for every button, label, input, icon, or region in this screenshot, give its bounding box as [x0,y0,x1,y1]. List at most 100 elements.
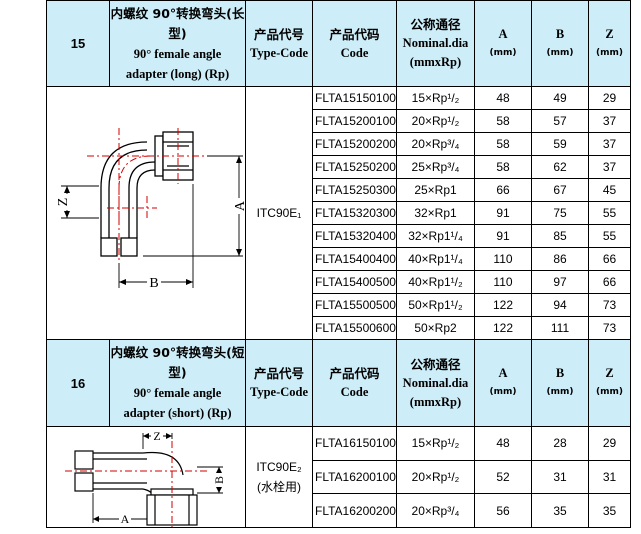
dim-z-value: 29 [588,86,631,110]
nominal-size: 20×Rp¹/₂ [396,459,475,495]
dim-z-value: 66 [588,247,631,271]
dim-z-value: 45 [588,178,631,202]
dim-b-value: 85 [531,224,589,248]
dim-a-value: 58 [474,132,532,156]
dim-label-b: B [212,476,226,484]
short-elbow-diagram: Z B A [46,426,246,528]
dim-z-value: 35 [588,493,631,528]
product-name-cn-line1: 内螺纹 90°转换弯头(短 [110,345,245,360]
dim-z-value: 37 [588,109,631,133]
nominal-size: 40×Rp1¹/₄ [396,247,475,271]
nominal-size: 20×Rp³/₄ [396,132,475,156]
section-15-header-row: 15 内螺纹 90°转换弯头(长 型) 90° female angle ada… [46,0,631,87]
product-code: FLTA16150100 [312,426,397,461]
section-number: 16 [46,339,110,427]
dim-label-a: A [121,512,130,526]
dim-z-header: Z (mm) [588,0,631,87]
table-row: FLTA16200100 20×Rp¹/₂ 52 31 31 [47,459,631,495]
dim-a-value: 52 [474,459,532,495]
product-code: FLTA15320300 [312,201,397,225]
type-code: ITC90E₁ [256,206,302,220]
dim-b-value: 62 [531,155,589,179]
nominal-size: 20×Rp¹/₂ [396,109,475,133]
product-name-en-line1: 90° female angle [133,386,222,400]
product-name-cn-line2: 型) [168,365,187,380]
dim-b-value: 75 [531,201,589,225]
nominal-size: 40×Rp1¹/₂ [396,270,475,294]
nominal-size: 32×Rp1¹/₄ [396,224,475,248]
dim-b-value: 28 [531,426,589,461]
long-elbow-diagram: Z A B [46,86,246,340]
table-row: FLTA15320300 32×Rp1 91 75 55 [47,201,631,225]
dim-label-b: B [149,276,158,291]
code-header: 产品代码 Code [312,0,397,87]
product-code: FLTA15400400 [312,247,397,271]
table-row: FLTA16200200 20×Rp³/₄ 56 35 35 [47,493,631,528]
dim-b-value: 49 [531,86,589,110]
dim-z-value: 55 [588,201,631,225]
nominal-size: 25×Rp³/₄ [396,155,475,179]
section-number: 15 [46,0,110,87]
dim-a-value: 66 [474,178,532,202]
dim-b-value: 35 [531,493,589,528]
dim-a-value: 110 [474,270,532,294]
dim-b-value: 94 [531,293,589,317]
type-note: (水栓用) [257,480,301,494]
dim-label-z: Z [153,429,160,443]
dim-b-value: 59 [531,132,589,156]
type-code: ITC90E₂ [256,460,302,474]
dim-z-header: Z (mm) [588,339,631,427]
product-name: 内螺纹 90°转换弯头(长 型) 90° female angle adapte… [109,0,246,87]
product-name-en-line2: adapter (short) (Rp) [123,406,232,420]
dim-z-value: 29 [588,426,631,461]
product-code: FLTA15400500 [312,270,397,294]
nominal-size: 25×Rp1 [396,178,475,202]
dim-label-z: Z [56,197,71,206]
dim-a-value: 48 [474,86,532,110]
dim-z-value: 73 [588,293,631,317]
product-code: FLTA15200200 [312,132,397,156]
type-code-cell: ITC90E₁ [245,86,313,340]
table-row: FLTA15320400 32×Rp1¹/₄ 91 85 55 [47,224,631,248]
type-code-header: 产品代号 Type-Code [245,0,313,87]
table-row: Z B A ITC90E₂ (水栓用) FLTA16150100 15×Rp¹/… [46,426,631,528]
dim-b-value: 111 [531,316,589,340]
dim-a-header: A (mm) [474,339,532,427]
dim-b-header: B (mm) [531,0,589,87]
dim-a-value: 58 [474,155,532,179]
product-name-en-line1: 90° female angle [133,46,222,61]
dim-a-value: 58 [474,109,532,133]
dim-z-value: 66 [588,270,631,294]
long-elbow-drawing: Z A B [55,127,245,291]
dim-a-value: 122 [474,293,532,317]
dim-z-value: 31 [588,459,631,495]
dim-b-value: 67 [531,178,589,202]
dim-z-value: 37 [588,155,631,179]
product-code: FLTA15200100 [312,109,397,133]
product-name-cn-line1: 内螺纹 90°转换弯头(长 [110,5,245,21]
dim-b-value: 86 [531,247,589,271]
product-code: FLTA15250200 [312,155,397,179]
nominal-size: 15×Rp¹/₂ [396,86,475,110]
table-row: FLTA15200200 20×Rp³/₄ 58 59 37 [47,132,631,156]
dim-b-header: B (mm) [531,339,589,427]
dim-b-value: 97 [531,270,589,294]
nominal-size: 32×Rp1 [396,201,475,225]
product-code: FLTA15150100 [312,86,397,110]
nominal-size: 50×Rp1¹/₂ [396,293,475,317]
dim-z-value: 73 [588,316,631,340]
nominal-size: 15×Rp¹/₂ [396,426,475,461]
product-code: FLTA15320400 [312,224,397,248]
dim-a-value: 91 [474,201,532,225]
table-row: FLTA15250200 25×Rp³/₄ 58 62 37 [47,155,631,179]
dim-a-value: 122 [474,316,532,340]
product-name-en-line2: adapter (long) (Rp) [125,66,230,81]
table-row: Z A B ITC90E₁ FLTA15150100 15×Rp¹/₂ 48 4… [46,86,631,340]
short-elbow-drawing: Z B A [65,429,226,527]
table-row: FLTA15500600 50×Rp2 122 111 73 [47,316,631,340]
product-code: FLTA15500500 [312,293,397,317]
type-code-header: 产品代号 Type-Code [245,339,313,427]
table-row: FLTA15200100 20×Rp¹/₂ 58 57 37 [47,109,631,133]
nominal-dia-header: 公称通径 Nominal.dia (mmxRp) [396,0,475,87]
